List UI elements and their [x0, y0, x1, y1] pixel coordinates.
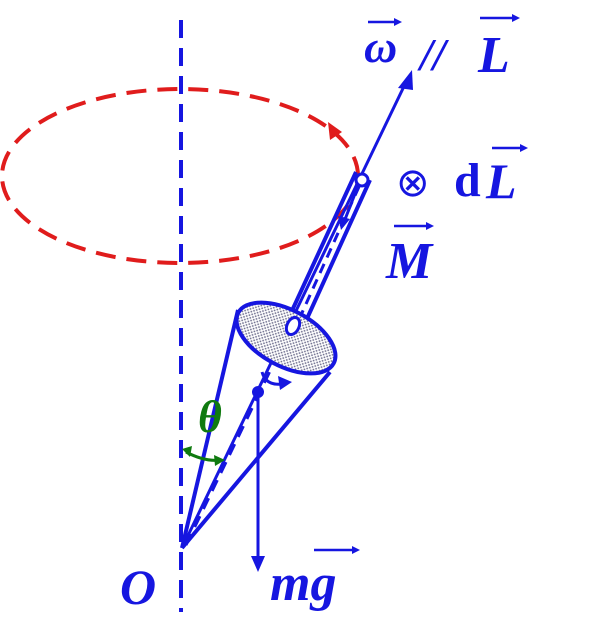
torque-arrowhead [338, 216, 350, 230]
gravity-arrowhead [251, 556, 265, 572]
precession-arrowhead [328, 122, 342, 140]
cone-edge-left [180, 309, 240, 549]
omega-label: ω [364, 21, 397, 72]
M-label: M [385, 233, 434, 290]
mg-label: mg [270, 555, 336, 612]
dL-d-label: d [454, 154, 481, 207]
omega-arrowhead [398, 70, 413, 90]
cone-inner-dash [184, 341, 286, 546]
rod-edge-right [298, 179, 372, 335]
L-overarrow [480, 14, 520, 22]
theta-arrowhead-right [214, 455, 225, 466]
spin-arrowhead [278, 376, 292, 390]
theta-label: θ [198, 391, 222, 442]
torque-arrow-line [342, 185, 360, 223]
rod-edge-left [282, 171, 358, 329]
rod-socket [284, 315, 302, 337]
theta-arrowhead-left [182, 446, 192, 457]
L-label: L [477, 27, 510, 84]
dL-overarrow [492, 144, 528, 152]
cone-top-disk [234, 300, 338, 376]
mg-overarrow [314, 546, 360, 554]
cone-edge-right [180, 370, 332, 550]
dL-L-label: L [485, 153, 517, 209]
origin-label: O [120, 559, 156, 615]
top-point [354, 172, 370, 188]
M-overarrow [394, 222, 434, 230]
into-page-symbol: ⊗ [396, 160, 430, 206]
parallel-label: // [417, 29, 450, 80]
omega-overarrow [368, 18, 402, 26]
